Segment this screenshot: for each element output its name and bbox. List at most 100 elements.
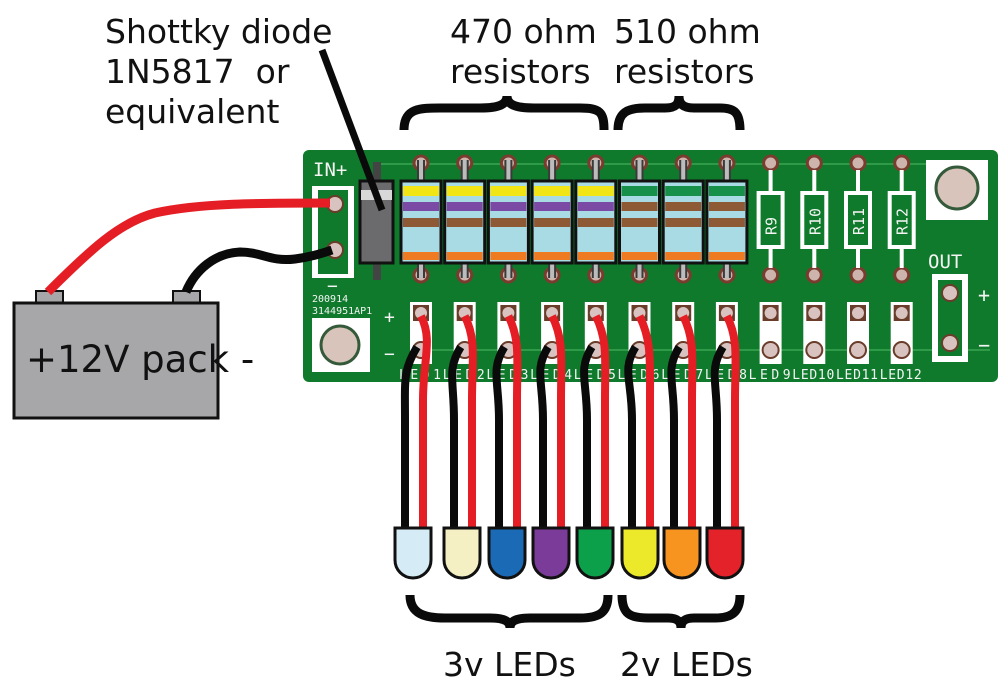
resistor-band-1 [403,186,439,196]
resistor-bottom-hole [762,266,780,284]
led-body [620,526,660,580]
resistor-band-tolerance [665,252,702,260]
resistor-band-tolerance [577,252,614,260]
resistor-7 [661,160,705,278]
out-plus-label: + [978,283,990,307]
resistor-5 [574,160,618,278]
resistor-band-tolerance [490,252,527,260]
resistor-band-1 [534,186,571,196]
resistor-top-hole [849,154,867,172]
resistor-3 [486,160,530,278]
resistor-band-1 [577,186,614,196]
resistor-band-2 [708,202,745,211]
led-pad-hole-pos [895,307,908,319]
r510-annotation: 510 ohm resistors [614,12,761,92]
led-wire-positive [679,314,697,530]
in-minus-label: − [327,276,338,297]
resistor-top-hole [805,154,823,172]
led-6 [620,314,660,580]
mount-hole-right [926,160,988,220]
resistor-band-3 [708,218,745,227]
resistor-2 [443,160,487,278]
resistor-outline-label: R9 [763,217,781,235]
resistor-outline-label: R10 [806,208,824,235]
led-wire-negative [400,344,421,530]
resistor-outline-r10 [800,191,829,249]
resistor-6 [618,160,661,278]
resistor-band-3 [446,218,483,227]
led-7 [662,314,702,580]
resistor-band-3 [621,218,658,227]
resistor-band-2 [665,202,702,211]
diode-annotation-line3: equivalent [105,92,280,131]
resistor-band-tolerance [446,252,483,260]
resistor-band-1 [665,186,702,196]
led-minus-label: − [384,344,395,365]
battery-pack: +12V pack - [12,290,254,420]
resistor-band-2 [446,202,483,211]
schottky-diode [358,162,395,280]
resistor-bottom-hole [805,266,823,284]
board-code-1: 200914 [312,294,348,305]
resistor-band-1 [446,186,483,196]
diode-annotation-line1: Shottky diode [105,12,333,51]
led-pad-hole-neg [892,341,911,359]
led-label: LED10 [792,368,834,383]
resistor-outline-label: R12 [894,208,912,235]
led-wire-negative [624,344,639,530]
resistor-band-1 [708,186,745,196]
brace-3v [405,594,613,629]
resistor-band-tolerance [621,252,658,260]
led-8 [705,314,745,580]
resistor-band-3 [665,218,702,227]
led-plus-label: + [384,307,395,328]
led-body [442,526,482,580]
resistor-outline-label: R11 [850,208,868,235]
in-label: IN+ [313,159,347,181]
led-body [531,526,571,580]
led-1 [393,314,433,580]
led-wire-negative [667,344,683,530]
led-pad-hole-neg [805,341,824,359]
resistor-top-hole [893,154,911,172]
led-label: LED11 [836,368,878,383]
led-wire-negative [536,344,552,530]
led-wire-positive [723,314,740,530]
resistor-outline-r9 [756,191,785,249]
resistor-band-3 [534,218,571,227]
resistor-4 [530,160,574,278]
brace-470 [399,95,609,131]
led-4 [531,314,571,580]
led-5 [575,314,615,580]
resistor-bottom-hole [893,266,911,284]
resistor-outline-r12 [887,191,916,249]
led-body [705,526,745,580]
led-wire-negative [710,344,727,530]
resistor-band-2 [403,202,439,211]
resistor-band-2 [577,202,614,211]
led-wire-positive [635,314,655,530]
out-minus-label: − [978,333,990,357]
resistor-band-2 [534,202,571,211]
resistor-1 [399,160,443,278]
resistor-top-hole [762,154,780,172]
led-wire-positive [461,314,477,530]
led-pad-hole-neg [761,341,780,359]
led-pad-hole-pos [852,307,864,319]
r470-annotation: 470 ohm resistors [450,12,597,92]
battery-body [12,301,220,420]
brace-510 [613,95,745,131]
led-wire-positive [504,314,522,530]
resistor-band-2 [490,202,527,211]
led-pad-hole-neg [849,341,867,359]
led-pad-hole-pos [808,307,821,319]
led-wire-negative [580,344,596,530]
battery-wire-negative [181,245,334,294]
resistor-band-3 [577,218,614,227]
out-label: OUT [928,251,962,273]
diode-pointer-line [318,48,386,212]
r510-annotation-line1: 510 ohm [614,12,761,51]
resistor-band-1 [490,186,527,196]
r470-annotation-line2: resistors [450,52,591,91]
